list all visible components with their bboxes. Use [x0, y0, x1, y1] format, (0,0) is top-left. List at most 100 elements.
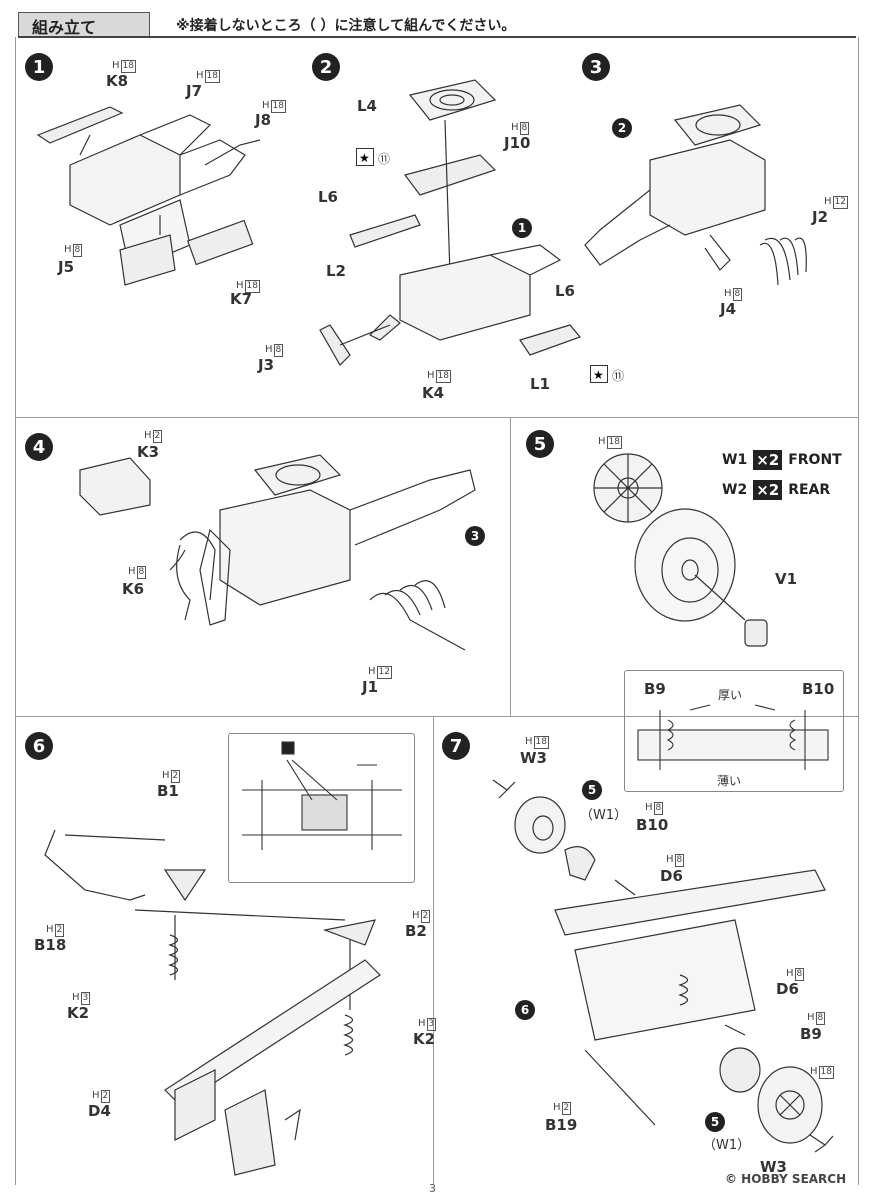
divider-col: [433, 717, 434, 1185]
part-label-b1: B1: [157, 782, 179, 800]
step-5-number: 5: [526, 430, 554, 458]
inset-frame-drawing: [242, 741, 402, 850]
header-tab: [18, 12, 150, 36]
part-label-d6: D6: [660, 867, 683, 885]
step-3-drawing: [584, 104, 807, 286]
step-4-drawing: [79, 454, 476, 651]
part-label-l1: L1: [530, 375, 550, 393]
step-6-drawing: [44, 829, 381, 1176]
part-label-k8: K8: [106, 72, 129, 90]
w2-position: REAR: [788, 482, 831, 498]
w2-label: W2: [722, 482, 748, 498]
part-label-j1: J1: [362, 678, 379, 696]
step-6-inset: [228, 733, 415, 883]
paint-star-icon: ★: [590, 365, 608, 383]
step-3-number: 3: [582, 53, 610, 81]
header-bar: 組み立て ※接着しないところ（ ）に注意して組んでください。: [18, 12, 856, 38]
step-7-drawing: [492, 779, 834, 1153]
step-5-drawing: [593, 453, 768, 647]
part-label-k6: K6: [122, 580, 145, 598]
part-label-k2: K2: [67, 1004, 90, 1022]
part-label-d6-b: D6: [776, 980, 799, 998]
part-label-b19: B19: [545, 1116, 578, 1134]
part-label-k4: K4: [422, 384, 445, 402]
step-5-inset: [624, 670, 844, 792]
divider-col-2: [510, 418, 511, 716]
watermark: © HOBBY SEARCH: [725, 1172, 847, 1186]
step-1-drawing: [36, 106, 261, 286]
divider-row1: [15, 417, 858, 418]
ref-w1-note-b: （W1）: [703, 1138, 751, 1153]
inset-thin-label: 薄い: [717, 774, 742, 788]
w1-qty: ×2: [753, 450, 783, 470]
ref-step-5-b: 5: [705, 1112, 725, 1132]
inset-thick-label: 厚い: [718, 688, 743, 702]
step-6-number: 6: [25, 732, 53, 760]
wheel-front-quantity: W1 ×2 FRONT: [722, 450, 842, 470]
part-label-l6-b: L6: [555, 282, 575, 300]
part-label-k7: K7: [230, 290, 253, 308]
ref-step-3: 3: [465, 526, 485, 546]
ref-step-1: 1: [512, 218, 532, 238]
step-7-number: 7: [442, 732, 470, 760]
glue-note: ※接着しないところ（ ）に注意して組んでください。: [176, 18, 516, 34]
part-label-d4: D4: [88, 1102, 111, 1120]
part-label-b10: B10: [636, 816, 669, 834]
ref-step-5: 5: [582, 780, 602, 800]
step-2-drawing: [319, 79, 582, 366]
inset-label-b9: B9: [644, 680, 666, 698]
ref-step-6: 6: [515, 1000, 535, 1020]
part-label-b18: B18: [34, 936, 67, 954]
inset-drawing: [637, 704, 829, 770]
paint-star-icon: ★: [356, 148, 374, 166]
part-label-l2: L2: [326, 262, 346, 280]
ref-w1-note: （W1）: [580, 808, 628, 823]
page-title: 組み立て: [32, 18, 97, 37]
w1-label: W1: [722, 452, 748, 468]
svg-text:★: ★: [593, 368, 604, 382]
part-label-w3: W3: [520, 749, 547, 767]
ref-step-2: 2: [612, 118, 632, 138]
page-number: 3: [429, 1182, 436, 1195]
part-label-b9: B9: [800, 1025, 822, 1043]
part-label-j4: J4: [720, 300, 737, 318]
part-label-j2: J2: [812, 208, 829, 226]
w1-position: FRONT: [788, 452, 842, 468]
wheel-rear-quantity: W2 ×2 REAR: [722, 480, 830, 500]
part-label-w3-b: W3: [760, 1158, 787, 1176]
part-label-j10: J10: [504, 134, 531, 152]
part-label-l4: L4: [357, 97, 377, 115]
part-label-j7: J7: [186, 82, 203, 100]
inset-label-b10: B10: [802, 680, 835, 698]
part-label-b2: B2: [405, 922, 427, 940]
w2-qty: ×2: [753, 480, 783, 500]
paint-code: ⑪: [378, 152, 391, 166]
svg-text:★: ★: [359, 151, 370, 165]
part-label-j5: J5: [58, 258, 75, 276]
part-label-k2-b: K2: [413, 1030, 436, 1048]
